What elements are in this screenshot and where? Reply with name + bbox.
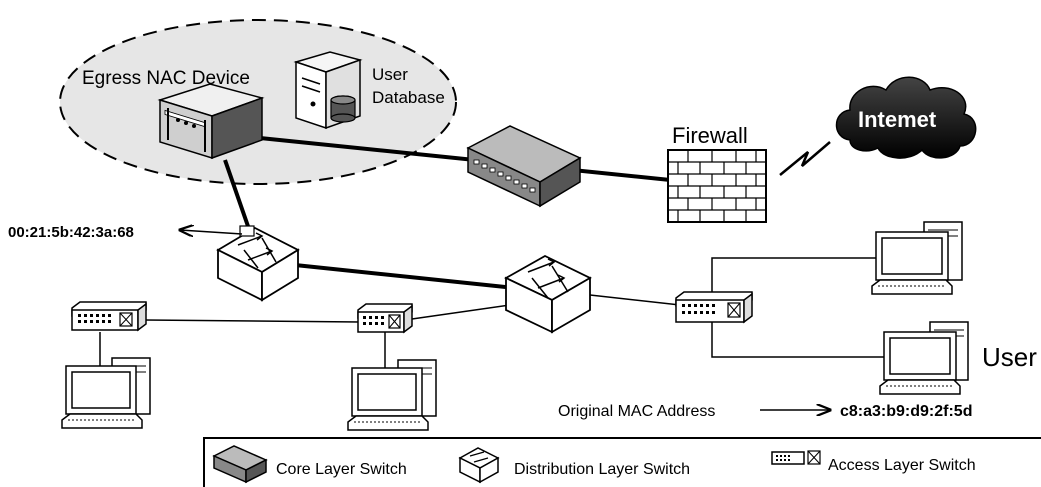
original-mac-value: c8:a3:b9:d9:2f:5d	[840, 403, 972, 420]
legend-distribution-label: Distribution Layer Switch	[514, 461, 690, 478]
access-switch-left-icon	[71, 301, 147, 332]
spoofed-mac-arrow	[180, 230, 243, 234]
user-db-label-line1: User	[372, 65, 408, 84]
original-mac-address-label: Original MAC Address	[558, 403, 715, 420]
spoofed-mac-label: 00:21:5b:42:3a:68	[8, 224, 134, 241]
firewall-icon	[667, 149, 767, 223]
access-switch-right-icon	[675, 291, 753, 324]
wan-link-icon	[779, 141, 831, 176]
legend-distribution-switch-icon	[458, 447, 500, 484]
database-server-icon	[293, 51, 363, 130]
distribution-switch-1-icon	[216, 225, 300, 302]
legend-access-label: Access Layer Switch	[828, 457, 976, 474]
nac-device-label: Egress NAC Device	[82, 68, 250, 89]
user-label: User	[982, 342, 1037, 372]
firewall-label: Firewall	[672, 123, 748, 148]
core-switch-icon	[466, 125, 582, 208]
user-db-label-line2: Database	[372, 88, 445, 107]
nac-device-icon	[157, 83, 265, 160]
legend-core-switch-icon	[212, 445, 268, 484]
internet-label: Intemet	[858, 107, 937, 132]
computer-bottom-middle-icon	[347, 359, 437, 431]
internet-cloud-icon	[835, 76, 977, 159]
computer-top-right-icon	[871, 221, 963, 295]
legend-core-label: Core Layer Switch	[276, 461, 407, 478]
user-computer-icon	[879, 321, 969, 395]
legend: Core Layer Switch Distribution Layer Swi…	[203, 437, 1041, 487]
distribution-switch-2-icon	[504, 254, 592, 334]
legend-access-switch-icon	[771, 450, 821, 465]
computer-bottom-left-icon	[61, 357, 151, 429]
access-switch-middle-icon	[357, 303, 413, 334]
